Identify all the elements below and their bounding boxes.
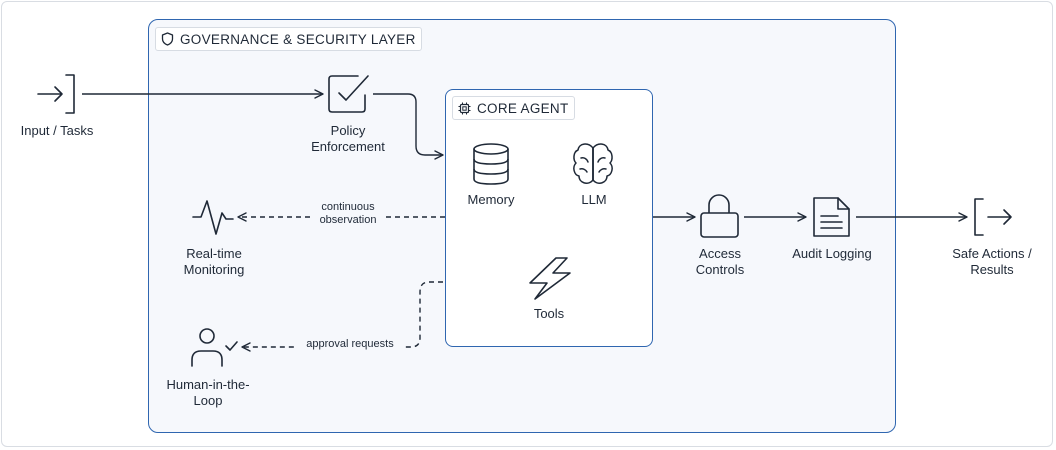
lock-icon: [700, 194, 739, 238]
approval-label: approval requests: [297, 338, 403, 351]
input-label: Input / Tasks: [20, 123, 94, 138]
monitoring-label-line1: Real-time: [186, 246, 242, 261]
policy-label-line1: Policy: [330, 123, 366, 138]
governance-layer-label: GOVERNANCE & SECURITY LAYER: [180, 31, 416, 47]
governance-layer-title: GOVERNANCE & SECURITY LAYER: [155, 27, 422, 51]
core-agent-title: CORE AGENT: [452, 96, 575, 120]
pulse-icon: [192, 200, 234, 235]
document-icon: [813, 197, 850, 237]
monitoring-label-line2: Monitoring: [183, 262, 245, 277]
shield-icon: [161, 32, 174, 46]
core-agent-label: CORE AGENT: [477, 100, 569, 116]
output-arrow-icon: [974, 198, 1012, 236]
audit-label: Audit Logging: [792, 246, 872, 261]
edge-policy-to-core: [373, 93, 444, 160]
policy-label-line2: Enforcement: [311, 139, 385, 154]
access-label-line2: Controls: [695, 262, 745, 277]
brain-icon: [573, 143, 613, 184]
chip-icon: [458, 102, 471, 114]
access-label-line1: Access: [699, 246, 741, 261]
tools-label: Tools: [533, 306, 565, 321]
database-icon: [473, 143, 509, 185]
user-check-icon: [191, 328, 238, 367]
core-agent-box: [445, 89, 653, 347]
memory-label: Memory: [467, 192, 515, 207]
llm-label: LLM: [581, 192, 607, 207]
output-label-line2: Results: [970, 262, 1014, 277]
lightning-icon: [529, 257, 571, 300]
checkbox-icon: [328, 75, 369, 113]
input-arrow-icon: [37, 74, 75, 114]
human-label-line2: Loop: [193, 393, 223, 408]
output-label-line1: Safe Actions /: [952, 246, 1032, 261]
human-label-line1: Human-in-the-: [166, 377, 250, 392]
observation-label-line1: continuous: [313, 201, 383, 214]
observation-label-line2: observation: [313, 214, 383, 227]
